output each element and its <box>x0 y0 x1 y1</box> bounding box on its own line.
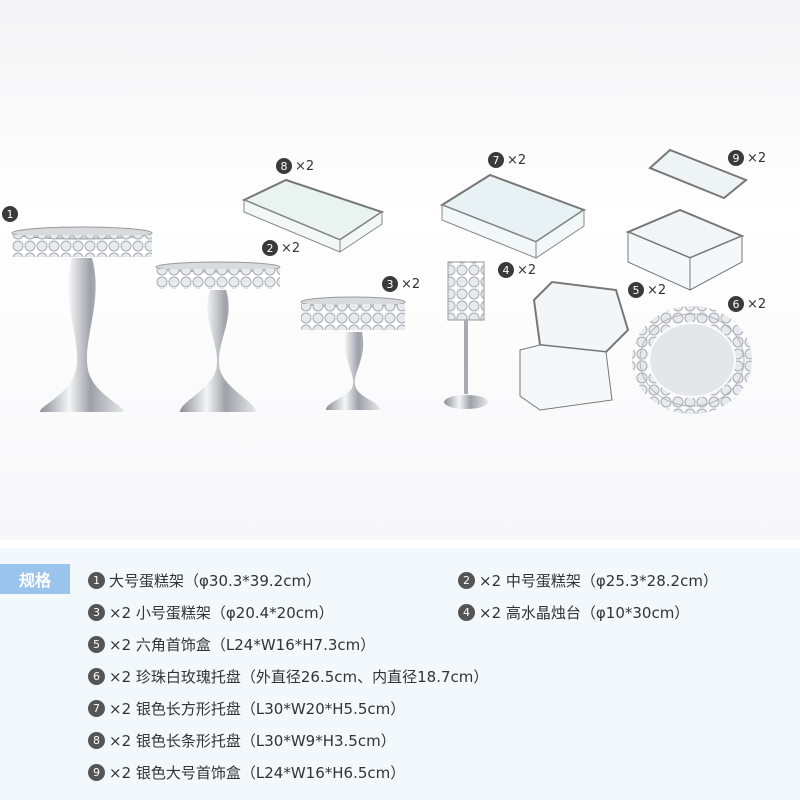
label-7: 7×2 <box>488 152 526 168</box>
long-tray <box>241 178 385 253</box>
spec-row-9: 9×2 银色大号首饰盒（L24*W16*H6.5cm） <box>88 762 405 783</box>
label-8: 8×2 <box>276 158 314 174</box>
rectangle-tray <box>439 173 587 259</box>
large-jewelry-box <box>625 148 748 291</box>
spec-row-6: 6×2 珍珠白玫瑰托盘（外直径26.5cm、内直径18.7cm） <box>88 666 488 687</box>
spec-row-2: 2×2 中号蛋糕架（φ25.3*28.2cm） <box>458 570 718 591</box>
label-5: 5×2 <box>628 282 666 298</box>
spec-row-8: 8×2 银色长条形托盘（L30*W9*H3.5cm） <box>88 730 396 751</box>
label-2: 2×2 <box>262 240 300 256</box>
spec-row-5: 5×2 六角首饰盒（L24*W16*H7.3cm） <box>88 634 375 655</box>
label-3: 3×2 <box>382 276 420 292</box>
small-cake-stand <box>300 296 406 410</box>
label-6: 6×2 <box>728 296 766 312</box>
medium-cake-stand <box>155 261 281 412</box>
label-4: 4×2 <box>498 262 536 278</box>
spec-tag: 规格 <box>0 564 70 594</box>
rose-tray <box>632 306 752 414</box>
label-9: 9×2 <box>728 150 766 166</box>
spec-row-4: 4×2 高水晶烛台（φ10*30cm） <box>458 602 689 623</box>
spec-row-3: 3×2 小号蛋糕架（φ20.4*20cm） <box>88 602 334 623</box>
product-illustration <box>11 148 752 414</box>
label-1: 1 <box>2 206 21 222</box>
spec-row-7: 7×2 银色长方形托盘（L30*W20*H5.5cm） <box>88 698 405 719</box>
hexagon-jewelry-box <box>519 280 630 411</box>
crystal-candle-holder <box>444 261 488 409</box>
product-photo: 1 2×2 3×2 4×2 5×2 6×2 7×2 8×2 9×2 <box>0 0 800 540</box>
large-cake-stand <box>11 226 153 412</box>
